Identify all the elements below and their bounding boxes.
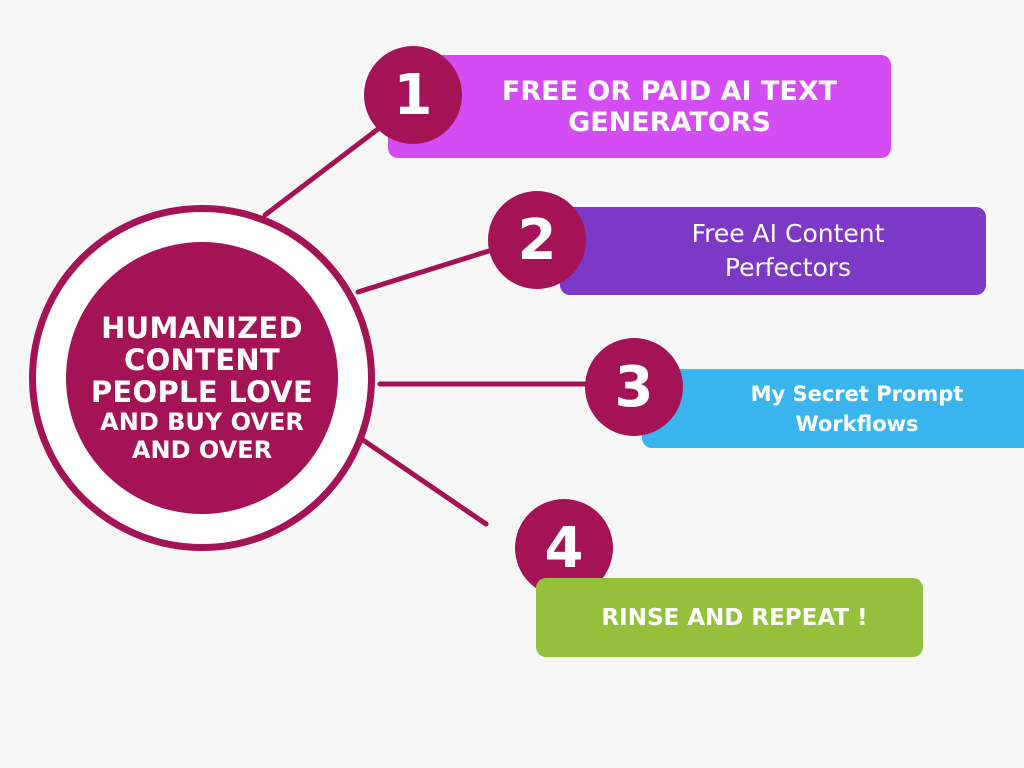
hub-title: HUMANIZED CONTENT PEOPLE LOVE AND BUY OV… <box>76 312 328 464</box>
step-1-number-badge: 1 <box>364 46 462 144</box>
step-4-label: RINSE AND REPEAT ! <box>601 604 868 631</box>
step-1-label: GENERATORS <box>568 106 771 138</box>
step-2-label: Free AI Content <box>691 219 885 248</box>
hub-title-line: HUMANIZED <box>101 311 303 345</box>
step-4-box: RINSE AND REPEAT ! <box>536 578 923 657</box>
connector-line-1 <box>262 120 389 218</box>
connector-line-4 <box>357 435 489 527</box>
hub-circle <box>66 242 338 514</box>
step-1-label: FREE OR PAID AI TEXT <box>501 75 838 107</box>
step-2-label: Perfectors <box>724 253 852 282</box>
hub-title-line: PEOPLE LOVE <box>90 375 314 409</box>
step-3-number-badge: 3 <box>585 338 683 436</box>
hub-title-line: CONTENT <box>124 343 280 377</box>
step-3-label: Workflows <box>795 411 919 436</box>
step-2-box: Free AI Content Perfectors <box>560 207 986 295</box>
hub-title-line: AND BUY OVER <box>100 408 304 436</box>
connector-line-2 <box>355 247 495 295</box>
step-1-box: FREE OR PAID AI TEXT GENERATORS <box>388 55 891 158</box>
step-2-number-badge: 2 <box>488 191 586 289</box>
step-3-label: My Secret Prompt <box>750 381 964 406</box>
step-3-box: My Secret Prompt Workflows <box>642 369 1024 448</box>
hub-title-line: AND OVER <box>131 436 273 464</box>
